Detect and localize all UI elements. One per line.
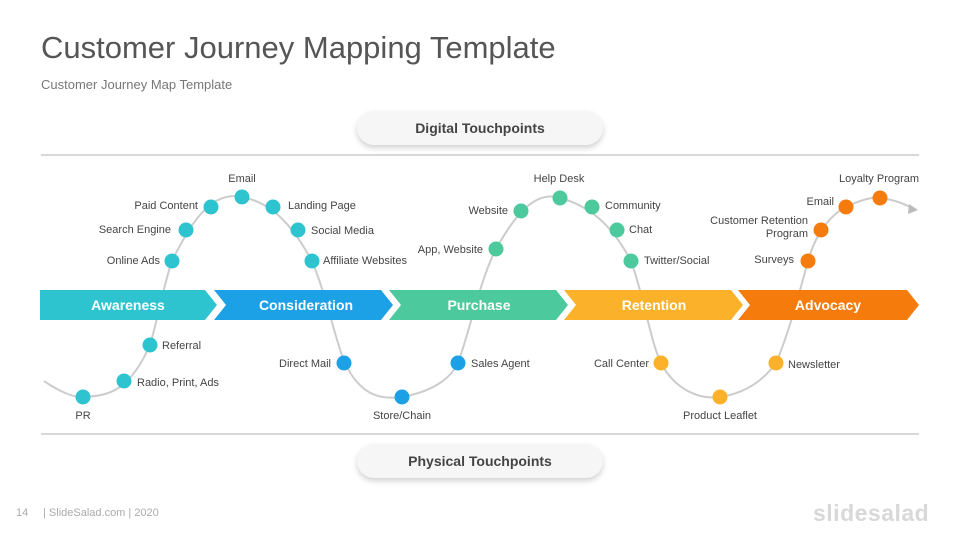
touchpoint-label: Email: [228, 173, 256, 185]
touchpoint-dot: [813, 222, 829, 238]
stage-purchase: Purchase: [389, 290, 568, 320]
touchpoint-dot: [265, 199, 281, 215]
touchpoint-dot: [872, 190, 888, 206]
touchpoint-label: Program: [766, 228, 808, 240]
touchpoint-label: Store/Chain: [373, 410, 431, 422]
touchpoint-label: PR: [75, 410, 90, 422]
page-subtitle: Customer Journey Map Template: [41, 77, 233, 92]
touchpoint-dot: [653, 355, 669, 371]
touchpoint-label: Call Center: [594, 358, 649, 370]
touchpoint-label: Search Engine: [99, 224, 171, 236]
wave-arrow-head: [908, 204, 918, 214]
touchpoints-advocacy: Newsletter Surveys Customer Retention Pr…: [710, 173, 919, 371]
touchpoint-dot: [513, 203, 529, 219]
touchpoint-dot: [75, 389, 91, 405]
stage-advocacy: Advocacy: [738, 290, 919, 320]
touchpoint-dot: [623, 253, 639, 269]
footer-credit: | SlideSalad.com | 2020: [43, 507, 159, 519]
touchpoints-purchase: Store/Chain Sales Agent App, Website Web…: [373, 173, 585, 422]
retention-label: Retention: [622, 297, 687, 313]
touchpoint-label: App, Website: [418, 244, 483, 256]
page-number: 14: [16, 507, 29, 519]
touchpoint-dot: [768, 355, 784, 371]
touchpoint-label: Direct Mail: [279, 358, 331, 370]
touchpoint-dot: [178, 222, 194, 238]
awareness-label: Awareness: [91, 297, 165, 313]
touchpoint-dot: [336, 355, 352, 371]
touchpoint-label: Product Leaflet: [683, 410, 757, 422]
purchase-label: Purchase: [447, 297, 510, 313]
touchpoint-dot: [838, 199, 854, 215]
touchpoint-label: Twitter/Social: [644, 255, 709, 267]
touchpoint-label: Community: [605, 200, 661, 212]
page-title: Customer Journey Mapping Template: [41, 30, 556, 65]
touchpoint-dot: [116, 373, 132, 389]
touchpoint-label: Customer Retention: [710, 215, 808, 227]
physical-touchpoints-pill: Physical Touchpoints: [357, 444, 603, 478]
touchpoint-label: Loyalty Program: [839, 173, 919, 185]
touchpoint-label: Paid Content: [134, 200, 198, 212]
touchpoint-dot: [203, 199, 219, 215]
touchpoint-label: Radio, Print, Ads: [137, 377, 219, 389]
touchpoint-label: Affiliate Websites: [323, 255, 407, 267]
touchpoint-dot: [164, 253, 180, 269]
touchpoints-retention: Community Chat Twitter/Social Call Cente…: [584, 199, 757, 422]
touchpoint-dot: [488, 241, 504, 257]
stage-consideration: Consideration: [214, 290, 393, 320]
touchpoint-label: Website: [468, 205, 508, 217]
touchpoint-label: Help Desk: [534, 173, 585, 185]
touchpoint-dot: [584, 199, 600, 215]
touchpoint-label: Social Media: [311, 225, 375, 237]
retention-chevron: [564, 290, 743, 320]
stage-retention: Retention: [564, 290, 743, 320]
touchpoint-dot: [394, 389, 410, 405]
touchpoint-dot: [800, 253, 816, 269]
touchpoint-dot: [609, 222, 625, 238]
touchpoints-awareness: PR Radio, Print, Ads Referral Online Ads…: [75, 173, 255, 422]
brand-logo: slidesalad: [813, 500, 930, 526]
consideration-chevron: [214, 290, 393, 320]
touchpoint-label: Chat: [629, 224, 652, 236]
touchpoint-label: Landing Page: [288, 200, 356, 212]
touchpoint-dot: [142, 337, 158, 353]
advocacy-label: Advocacy: [795, 297, 861, 313]
touchpoint-label: Newsletter: [788, 359, 840, 371]
touchpoint-label: Surveys: [754, 254, 794, 266]
advocacy-chevron: [738, 290, 919, 320]
digital-touchpoints-pill: Digital Touchpoints: [357, 111, 603, 145]
touchpoint-dot: [290, 222, 306, 238]
touchpoint-label: Online Ads: [107, 255, 161, 267]
touchpoints-consideration: Landing Page Social Media Affiliate Webs…: [265, 199, 407, 371]
awareness-chevron: [40, 290, 217, 320]
touchpoint-dot: [304, 253, 320, 269]
touchpoint-dot: [450, 355, 466, 371]
touchpoint-dot: [712, 389, 728, 405]
purchase-chevron: [389, 290, 568, 320]
touchpoint-dot: [552, 190, 568, 206]
consideration-label: Consideration: [259, 297, 353, 313]
touchpoint-label: Email: [806, 196, 834, 208]
touchpoint-label: Sales Agent: [471, 358, 530, 370]
stage-awareness: Awareness: [40, 290, 217, 320]
touchpoint-label: Referral: [162, 340, 201, 352]
touchpoint-dot: [234, 189, 250, 205]
